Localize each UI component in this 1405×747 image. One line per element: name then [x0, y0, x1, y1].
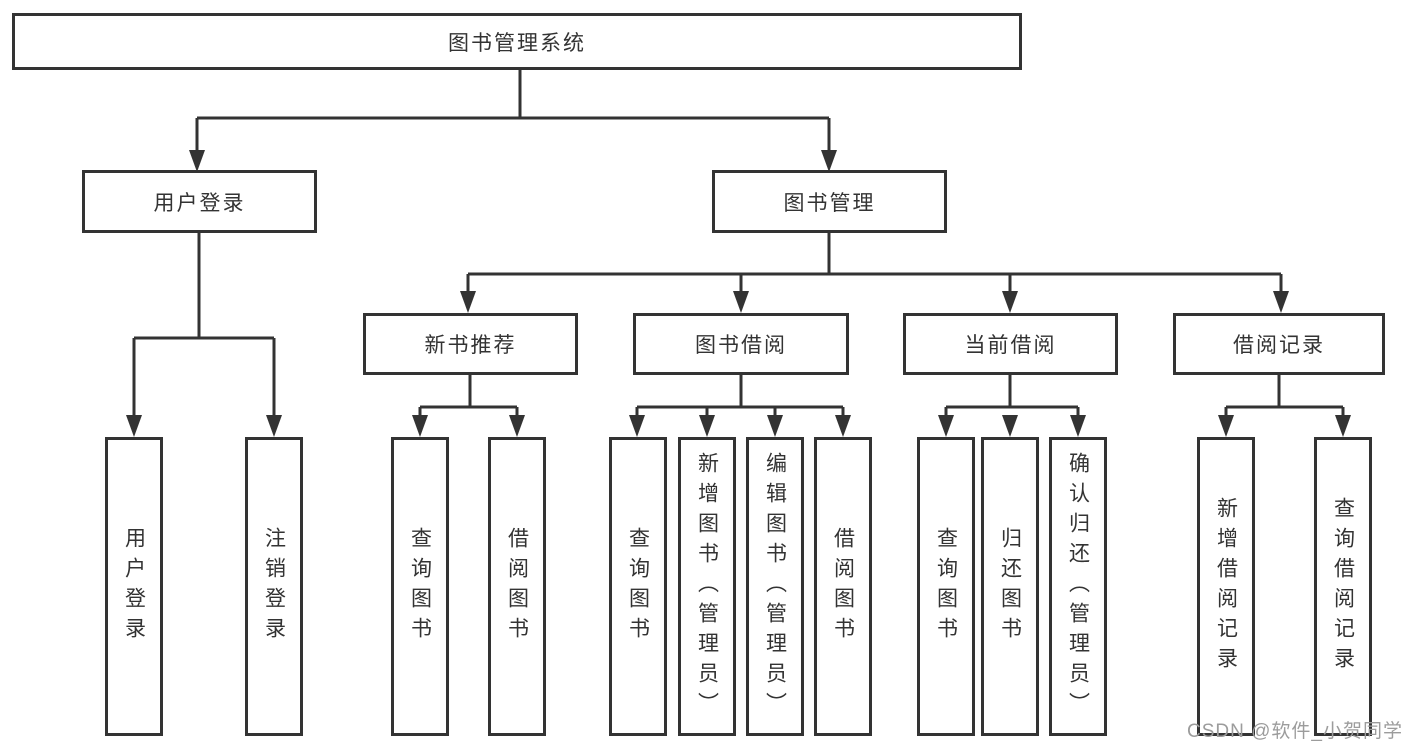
node-label: 当前借阅 [964, 334, 1057, 357]
leaf-label: 确认归还（管理员） [1066, 451, 1090, 722]
leaf-add-borrow-record: 新增借阅记录 [1197, 437, 1255, 736]
node-new-book-recommend: 新书推荐 [363, 313, 578, 375]
node-label: 图书管理系统 [448, 31, 586, 55]
leaf-query-books-borrow: 查询图书 [609, 437, 667, 736]
leaf-label: 新增图书（管理员） [695, 451, 719, 722]
node-book-management: 图书管理 [712, 170, 947, 233]
leaf-user-login: 用户登录 [105, 437, 163, 736]
node-label: 用户登录 [153, 191, 246, 215]
leaf-label: 注销登录 [262, 526, 286, 647]
leaf-borrow-books-recommend: 借阅图书 [488, 437, 546, 736]
node-label: 图书借阅 [695, 334, 787, 357]
leaf-query-books-recommend: 查询图书 [391, 437, 449, 736]
leaf-label: 查询图书 [934, 526, 958, 647]
leaf-label: 编辑图书（管理员） [763, 451, 787, 722]
node-label: 新书推荐 [424, 334, 517, 357]
leaf-borrow-books: 借阅图书 [814, 437, 872, 736]
leaf-add-books-admin: 新增图书（管理员） [678, 437, 736, 736]
node-borrow-records: 借阅记录 [1173, 313, 1385, 375]
leaf-label: 查询图书 [408, 526, 432, 647]
leaf-label: 借阅图书 [831, 526, 855, 647]
leaf-return-books: 归还图书 [981, 437, 1039, 736]
leaf-logout: 注销登录 [245, 437, 303, 736]
leaf-label: 查询图书 [626, 526, 650, 647]
node-current-borrow: 当前借阅 [903, 313, 1118, 375]
node-system-root: 图书管理系统 [12, 13, 1022, 70]
leaf-label: 查询借阅记录 [1331, 496, 1355, 677]
node-book-borrow: 图书借阅 [633, 313, 849, 375]
node-label: 图书管理 [783, 191, 876, 215]
node-label: 借阅记录 [1233, 334, 1325, 357]
leaf-confirm-return-admin: 确认归还（管理员） [1049, 437, 1107, 736]
leaf-label: 借阅图书 [505, 526, 529, 647]
leaf-label: 用户登录 [122, 526, 146, 647]
leaf-label: 新增借阅记录 [1214, 496, 1238, 677]
node-user-login: 用户登录 [82, 170, 317, 233]
leaf-edit-books-admin: 编辑图书（管理员） [746, 437, 804, 736]
leaf-query-books-current: 查询图书 [917, 437, 975, 736]
leaf-query-borrow-record: 查询借阅记录 [1314, 437, 1372, 736]
leaf-label: 归还图书 [998, 526, 1022, 647]
csdn-watermark: CSDN @软件_小贺同学 [1187, 721, 1403, 742]
